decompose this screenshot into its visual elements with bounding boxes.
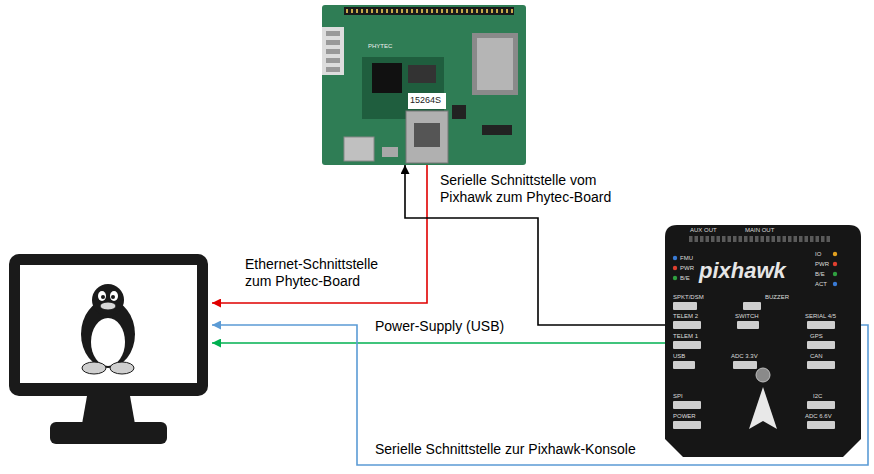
port-label: AUX OUT bbox=[690, 227, 717, 234]
computer-monitor-illustration bbox=[5, 250, 212, 446]
port-label: ADC 6.6V bbox=[805, 413, 832, 420]
connection-line bbox=[212, 165, 427, 303]
brand-label: pixhawk bbox=[699, 259, 786, 283]
port-label: SERIAL 4/5 bbox=[805, 313, 836, 320]
led-label: FMU bbox=[680, 255, 693, 262]
port-label: BUZZER bbox=[765, 294, 789, 301]
brand-label: PHYTEC bbox=[368, 43, 392, 50]
port-label: CAN bbox=[810, 353, 823, 360]
connection-line bbox=[405, 165, 665, 325]
connection-line bbox=[212, 342, 665, 344]
port-label: I2C bbox=[813, 393, 822, 400]
connection-label: Ethernet-Schnittstelle zum Phytec-Board bbox=[245, 256, 405, 290]
connection-label: Power-Supply (USB) bbox=[375, 318, 504, 335]
port-label: TELEM 1 bbox=[673, 333, 698, 340]
port-label: MAIN OUT bbox=[745, 227, 774, 234]
led-label: IO bbox=[815, 251, 821, 258]
connection-label: Serielle Schnittstelle vom Pixhawk zum P… bbox=[440, 172, 650, 206]
port-label: SPKT/DSM bbox=[673, 294, 704, 301]
led-label: B/E bbox=[680, 275, 690, 282]
computer-monitor bbox=[5, 250, 212, 446]
led-label: B/E bbox=[815, 271, 825, 278]
port-label: ADC 3.3V bbox=[731, 353, 758, 360]
port-label: GPS bbox=[810, 333, 823, 340]
part-label: 15264S bbox=[410, 96, 441, 106]
connection-label: Serielle Schnittstelle zur Pixhawk-Konso… bbox=[375, 441, 636, 458]
port-label: USB bbox=[673, 353, 685, 360]
led-label: ACT bbox=[815, 281, 827, 288]
led-label: PWR bbox=[680, 265, 694, 272]
port-label: SPI bbox=[673, 393, 683, 400]
port-label: SWITCH bbox=[735, 313, 759, 320]
circuit-board-illustration bbox=[322, 5, 526, 165]
port-label: POWER bbox=[673, 413, 696, 420]
port-label: TELEM 2 bbox=[673, 313, 698, 320]
flight-controller: pixhawk AUX OUT MAIN OUT FMU PWR B/E IO PWR B/E A… bbox=[665, 225, 861, 457]
circuit-board: PHYTEC 15264S bbox=[322, 5, 526, 165]
led-label: PWR bbox=[815, 261, 829, 268]
